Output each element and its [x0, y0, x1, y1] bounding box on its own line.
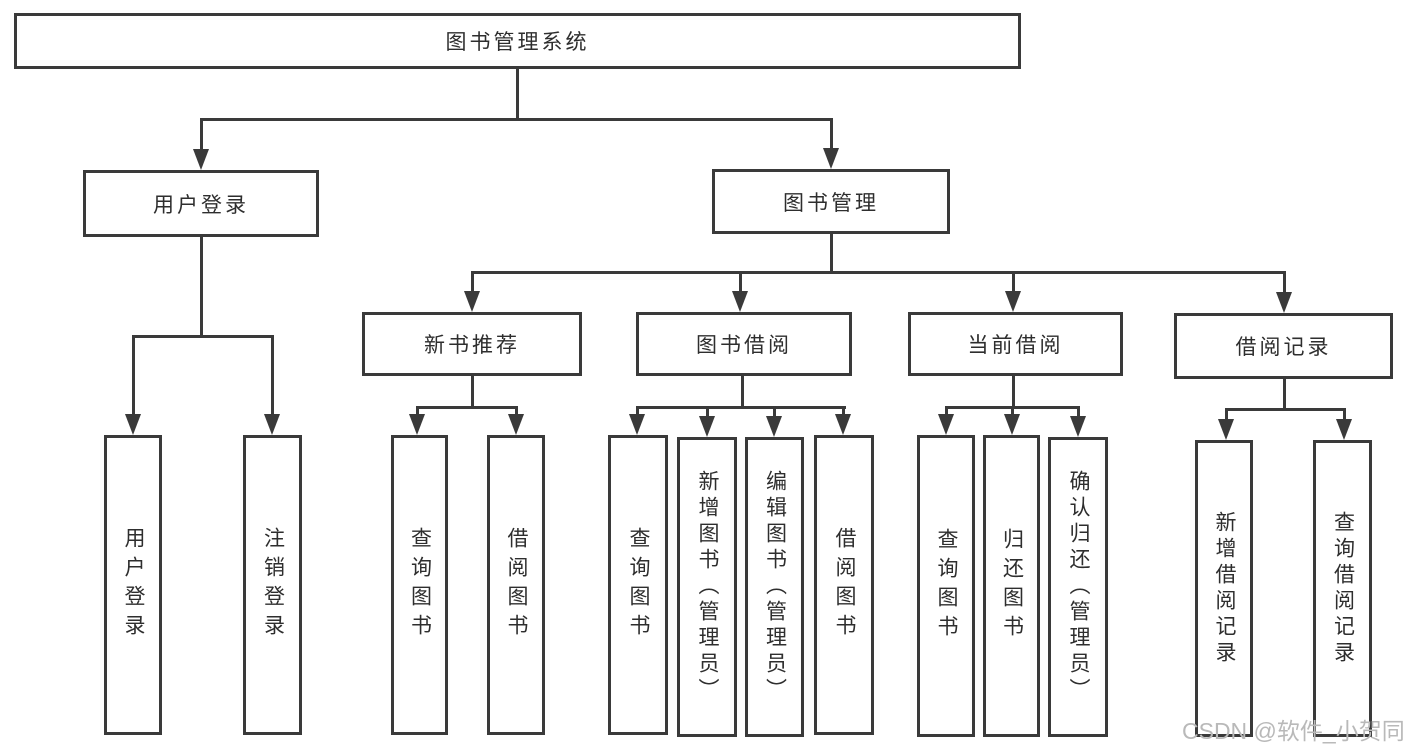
arrow-down-icon [1005, 291, 1021, 312]
node-label: 归还图书 [1000, 528, 1024, 644]
leaf-borrow-book-1: 借阅图书 [487, 435, 545, 735]
connector-line [945, 406, 948, 420]
node-label: 新增图书（管理员） [696, 470, 719, 704]
node-label: 查询图书 [935, 528, 958, 644]
node-label: 查询借阅记录 [1331, 510, 1355, 667]
connector-line [636, 406, 639, 420]
connector-line [416, 406, 518, 409]
node-new-book-recommend: 新书推荐 [362, 312, 582, 376]
connector-line [1012, 373, 1015, 409]
connector-line [200, 118, 203, 155]
connector-line [773, 406, 776, 420]
leaf-add-book-admin: 新增图书（管理员） [677, 437, 737, 737]
leaf-query-book-2: 查询图书 [608, 435, 668, 735]
arrow-down-icon [938, 414, 954, 435]
arrow-down-icon [264, 414, 280, 435]
node-user-login: 用户登录 [83, 170, 319, 237]
connector-line [1077, 406, 1080, 420]
node-borrowing-records: 借阅记录 [1174, 313, 1393, 379]
node-label: 用户登录 [153, 193, 249, 217]
arrow-down-icon [1276, 292, 1292, 313]
node-label: 图书管理系统 [445, 31, 590, 54]
node-label: 注销登录 [261, 527, 285, 643]
leaf-confirm-return-admin: 确认归还（管理员） [1048, 437, 1108, 737]
arrow-down-icon [629, 414, 645, 435]
node-label: 确认归还（管理员） [1067, 470, 1090, 704]
connector-line [830, 118, 833, 154]
connector-line [830, 231, 833, 274]
node-label: 借阅记录 [1235, 336, 1332, 359]
node-label: 新增借阅记录 [1213, 510, 1236, 667]
connector-line [200, 234, 203, 338]
leaf-logout-login: 注销登录 [243, 435, 302, 735]
connector-line [706, 406, 709, 420]
connector-line [271, 335, 274, 418]
connector-line [516, 66, 519, 120]
arrow-down-icon [409, 414, 425, 435]
leaf-query-borrow-record: 查询借阅记录 [1313, 440, 1372, 737]
arrow-down-icon [508, 414, 524, 435]
connector-line [471, 271, 474, 295]
arrow-down-icon [1218, 419, 1234, 440]
connector-line [1012, 271, 1015, 295]
arrow-down-icon [835, 414, 851, 435]
connector-line [132, 335, 274, 338]
connector-line [416, 406, 419, 420]
connector-line [471, 271, 1285, 274]
connector-line [1011, 406, 1014, 420]
node-book-borrowing: 图书借阅 [636, 312, 852, 376]
node-label: 借阅图书 [833, 527, 856, 643]
node-book-management: 图书管理 [712, 169, 950, 234]
arrow-down-icon [732, 291, 748, 312]
node-label: 编辑图书（管理员） [763, 470, 787, 704]
connector-line [842, 406, 845, 420]
arrow-down-icon [823, 148, 839, 169]
leaf-query-book-3: 查询图书 [917, 435, 975, 737]
node-label: 查询图书 [408, 527, 432, 643]
leaf-add-borrow-record: 新增借阅记录 [1195, 440, 1253, 737]
connector-line [1225, 408, 1228, 424]
connector-line [1343, 408, 1346, 424]
leaf-edit-book-admin: 编辑图书（管理员） [745, 437, 804, 737]
node-library-management-system: 图书管理系统 [14, 13, 1021, 69]
arrow-down-icon [1004, 414, 1020, 435]
arrow-down-icon [125, 414, 141, 435]
leaf-user-login: 用户登录 [104, 435, 162, 735]
connector-line [1225, 408, 1345, 411]
connector-line [132, 335, 135, 418]
connector-line [739, 271, 742, 295]
arrow-down-icon [766, 416, 782, 437]
connector-line [636, 406, 846, 409]
arrow-down-icon [699, 416, 715, 437]
node-label: 当前借阅 [967, 334, 1064, 357]
connector-line [471, 373, 474, 409]
connector-line [200, 118, 832, 121]
leaf-return-book: 归还图书 [983, 435, 1040, 737]
node-label: 查询图书 [627, 527, 650, 643]
node-current-borrowing: 当前借阅 [908, 312, 1123, 376]
node-label: 新书推荐 [424, 334, 520, 357]
watermark: CSDN @软件_小贺同学 [1182, 718, 1405, 744]
leaf-query-book-1: 查询图书 [391, 435, 448, 735]
connector-line [1283, 376, 1286, 411]
node-label: 图书管理 [783, 191, 879, 215]
node-label: 图书借阅 [696, 334, 792, 357]
arrow-down-icon [193, 149, 209, 170]
node-label: 用户登录 [122, 527, 145, 643]
arrow-down-icon [1070, 416, 1086, 437]
arrow-down-icon [464, 291, 480, 312]
leaf-borrow-book-2: 借阅图书 [814, 435, 874, 735]
node-label: 借阅图书 [505, 527, 528, 643]
arrow-down-icon [1336, 419, 1352, 440]
connector-line [515, 406, 518, 420]
connector-line [741, 373, 744, 409]
connector-line [1283, 271, 1286, 295]
